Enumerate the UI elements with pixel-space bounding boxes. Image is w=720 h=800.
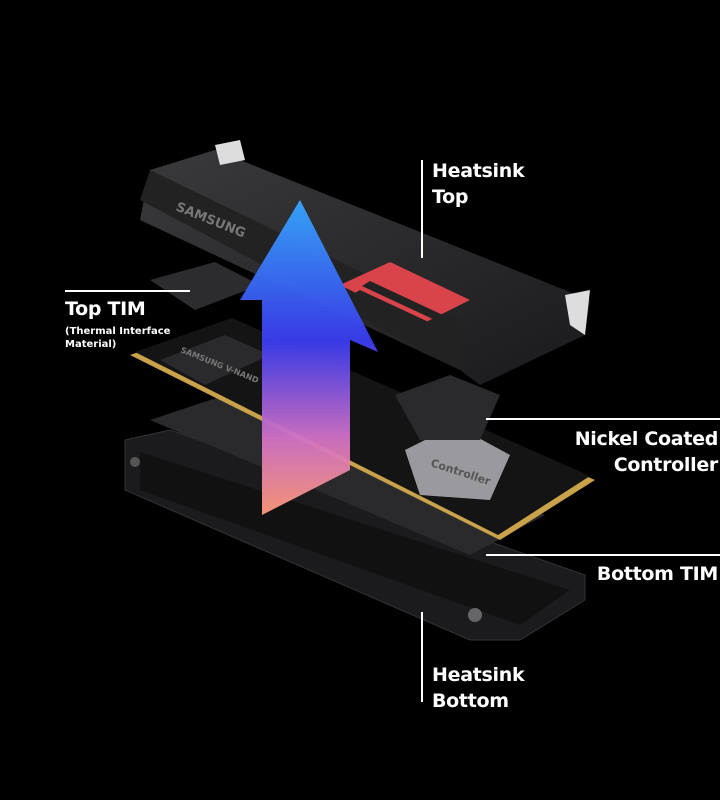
heatsink-top-shape: SAMSUNG (140, 140, 590, 385)
top-tim-sub-line2: Material) (65, 339, 117, 350)
heatsink-top-line1: Heatsink (432, 160, 525, 182)
bottom-tim-label: Bottom TIM (596, 563, 718, 585)
top-tim-leader-line (65, 290, 190, 292)
heatsink-top-line2: Top (432, 186, 469, 208)
top-tim-sub-line1: (Thermal Interface (65, 326, 171, 337)
heatsink-bottom-line1: Heatsink (432, 664, 525, 686)
heatsink-top-leader-line (421, 160, 423, 258)
bottom-tim-plate (150, 395, 545, 555)
heat-flow-arrow (240, 200, 378, 515)
nickel-controller-line2: Controller (613, 454, 719, 476)
pcb-board: Controller SAMSUNG V-NAND (130, 318, 595, 540)
controller-tim-plate (395, 375, 500, 440)
heatsink-bottom-line2: Bottom (432, 690, 509, 712)
bottom-tim-leader-line (486, 554, 720, 556)
top-tim-plate (150, 262, 260, 310)
heatsink-bottom-leader-line (421, 612, 423, 702)
top-tim-label: Top TIM (65, 298, 146, 320)
nickel-controller-line1: Nickel Coated (574, 428, 719, 450)
red-fins (340, 262, 470, 345)
controller-leader-line (486, 418, 720, 420)
